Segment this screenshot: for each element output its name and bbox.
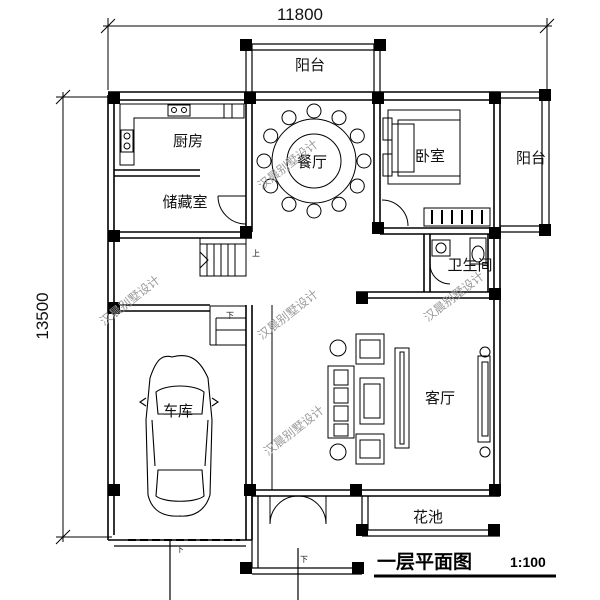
bedroom-door [381, 199, 409, 227]
dining-chair [356, 153, 372, 169]
stair-down-mark: 下 [226, 311, 234, 320]
dining-chair [349, 178, 365, 194]
dining-chairs [256, 103, 372, 219]
room-label-balcony-top: 阳台 [295, 56, 325, 74]
flower-bed-outline [361, 496, 500, 537]
plan-title: 一层平面图 [377, 551, 472, 573]
kitchen-counter [119, 103, 245, 166]
dining-chair [306, 103, 322, 119]
room-label-balcony-right: 阳台 [516, 149, 546, 167]
bathroom-fixtures [429, 237, 487, 285]
balcony-top-outline [244, 43, 381, 92]
entrance-door [269, 495, 327, 525]
wardrobe [423, 207, 491, 227]
stairs [199, 237, 247, 346]
room-label-bathroom: 卫生间 [447, 256, 492, 274]
sofa-set [327, 333, 410, 465]
room-label-bedroom: 卧室 [415, 147, 445, 165]
dining-chair [256, 153, 272, 169]
watermark: 汉晨别墅设计 [97, 273, 162, 328]
width-dimension: 11800 [277, 5, 323, 24]
storage-door [217, 195, 247, 225]
bedroom-bed [382, 109, 461, 185]
porch-down-mark-right: 下 [300, 555, 308, 564]
wardrobe-hangers [431, 210, 483, 224]
room-label-kitchen: 厨房 [173, 132, 203, 150]
dining-chair [331, 196, 347, 212]
dining-chair [331, 110, 347, 126]
dining-chair [281, 196, 297, 212]
dining-chair [349, 128, 365, 144]
columns [108, 39, 551, 574]
dimension-lines [55, 18, 555, 545]
dining-table [271, 118, 357, 204]
porch-down-mark-left: 下 [176, 545, 184, 554]
room-label-living: 客厅 [425, 389, 455, 407]
dining-chair [306, 203, 322, 219]
tv-cabinet [477, 346, 491, 458]
room-label-storage: 储藏室 [162, 193, 207, 211]
room-label-dining: 餐厅 [297, 153, 327, 171]
watermark: 汉晨别墅设计 [255, 287, 320, 342]
garage-car [139, 355, 219, 517]
dining-chair [263, 178, 279, 194]
room-label-flower-bed: 花池 [413, 508, 443, 526]
front-porch [114, 496, 362, 600]
plan-scale: 1:100 [510, 554, 546, 570]
height-dimension: 13500 [33, 292, 52, 339]
room-label-garage: 车库 [163, 402, 193, 420]
stair-up-mark: 上 [252, 249, 260, 258]
watermark: 汉晨别墅设计 [421, 269, 486, 324]
watermark: 汉晨别墅设计 [261, 403, 326, 458]
dining-chair [281, 110, 297, 126]
dining-chair [263, 128, 279, 144]
